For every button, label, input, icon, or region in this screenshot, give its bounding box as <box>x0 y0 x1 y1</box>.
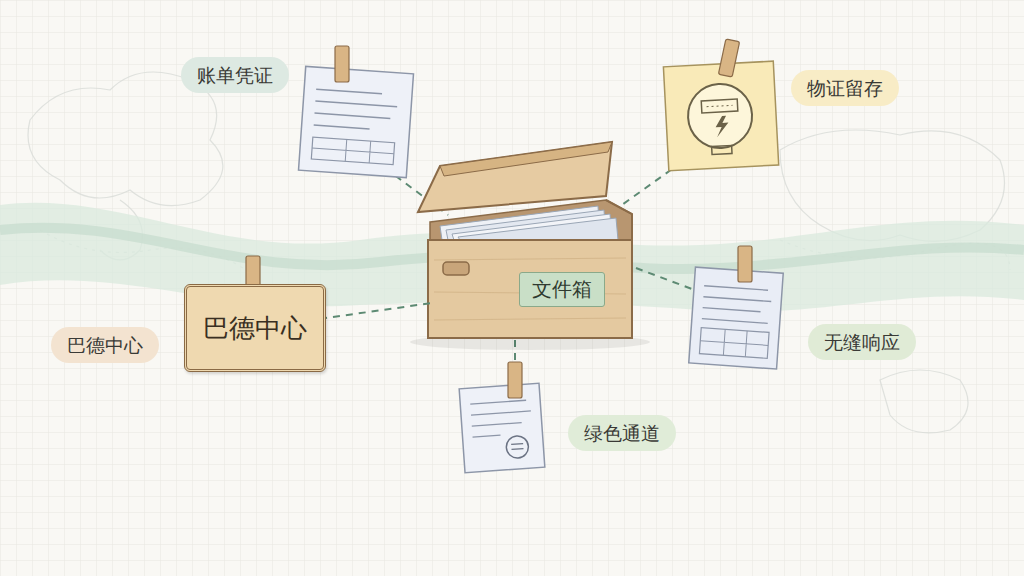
node-text: 账单凭证 <box>197 64 273 86</box>
dashed-connector <box>326 303 430 318</box>
file-box <box>410 142 650 350</box>
node-text: 巴德中心 <box>67 334 143 356</box>
node-text: 无缝响应 <box>824 331 900 353</box>
node-text: 绿色通道 <box>584 422 660 444</box>
node-text: 文件箱 <box>519 272 605 307</box>
caption-pill: 绿色通道 <box>568 415 676 451</box>
center-sign: 巴德中心 <box>184 284 326 372</box>
node-text: 巴德中心 <box>203 311 307 346</box>
meter-note <box>663 39 778 171</box>
caption-pill: 无缝响应 <box>808 324 916 360</box>
form-note <box>689 246 783 369</box>
bill-note <box>299 46 414 178</box>
caption-pill: 账单凭证 <box>181 57 289 93</box>
stamped-note <box>459 362 545 473</box>
caption-pill: 物证留存 <box>791 70 899 106</box>
file-box-label: 文件箱 <box>430 240 632 338</box>
caption-pill: 巴德中心 <box>51 327 159 363</box>
node-text: 物证留存 <box>807 77 883 99</box>
